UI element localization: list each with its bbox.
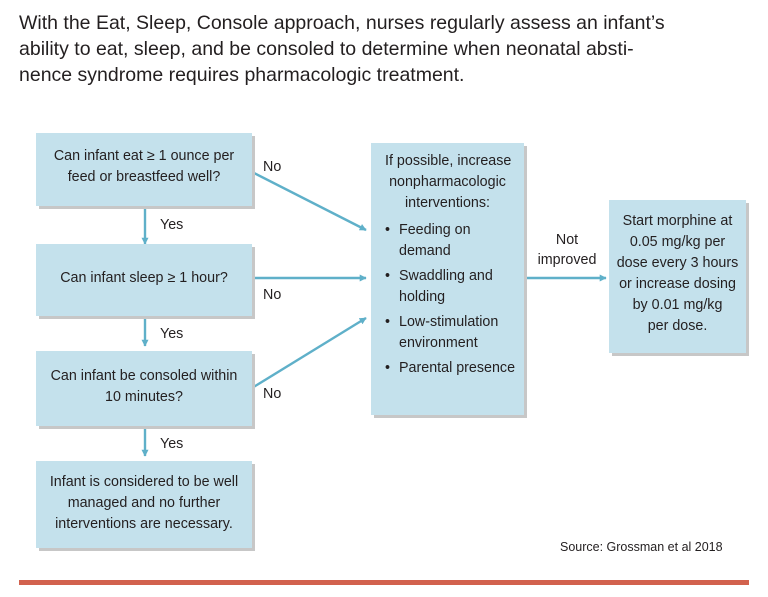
bullet-icon: • [385,268,391,284]
intervention-item-line: Swaddling and [399,268,493,284]
eat-question-line: feed or breastfeed well? [67,169,221,185]
eat-question-box: Can infant eat ≥ 1 ounce per feed or bre… [36,133,252,206]
interventions-intro: If possible, increase nonpharmacologic i… [385,151,512,214]
morphine-line: per dose. [647,318,708,334]
morphine-line: 0.05 mg/kg per [629,234,726,250]
interventions-list: • Feeding on demand • Swaddling and hold… [385,220,518,379]
intervention-item: • Swaddling and holding [385,266,518,308]
source-note: Source: Grossman et al 2018 [560,540,723,554]
interventions-intro-line: interventions: [404,195,491,211]
sleep-question-line: Can infant sleep ≥ 1 hour? [60,270,228,286]
interventions-intro-line: If possible, increase [385,153,512,169]
morphine-line: by 0.01 mg/kg [632,297,723,313]
intervention-item-line: Feeding on [399,222,471,238]
yes-label: Yes [160,326,184,342]
console-question-box: Can infant be consoled within 10 minutes… [36,351,252,426]
heading-line: With the Eat, Sleep, Console approach, n… [19,12,665,34]
interventions-box: If possible, increase nonpharmacologic i… [371,143,524,415]
not-improved-line: Not [555,232,579,248]
well-managed-box: Infant is considered to be well managed … [36,461,252,548]
intervention-item-line: Low-stimulation [399,314,499,330]
well-managed-line: Infant is considered to be well [49,474,239,490]
bullet-icon: • [385,222,391,238]
no-arrow-eat [251,170,367,232]
intervention-item: • Parental presence [385,358,518,379]
heading-line: nence syndrome requires pharmacologic tr… [19,64,465,86]
no-label: No [263,159,282,175]
bottom-rule [19,580,749,585]
not-improved-line: improved [537,252,597,268]
intervention-item: • Feeding on demand [385,220,518,262]
well-managed-line: interventions are necessary. [55,516,233,532]
yes-label: Yes [160,217,184,233]
bullet-icon: • [385,314,391,330]
morphine-line: or increase dosing [619,276,736,292]
heading-line: ability to eat, sleep, and be consoled t… [19,38,634,60]
intervention-item-line: holding [399,289,446,305]
interventions-intro-line: nonpharmacologic [389,174,506,190]
well-managed-line: managed and no further [67,495,221,511]
console-question-line: 10 minutes? [105,389,183,405]
intervention-item: • Low-stimulation environment [385,312,518,354]
morphine-line: dose every 3 hours [616,255,739,271]
no-label: No [263,287,282,303]
intervention-item-line: demand [399,243,451,259]
intervention-item-line: environment [399,335,478,351]
morphine-line: Start morphine at [622,213,733,229]
morphine-box: Start morphine at 0.05 mg/kg per dose ev… [609,200,746,353]
no-arrow-console [251,316,367,390]
sleep-question-box: Can infant sleep ≥ 1 hour? [36,244,252,316]
no-label: No [263,386,282,402]
console-question-line: Can infant be consoled within [50,368,238,384]
page-heading: With the Eat, Sleep, Console approach, n… [19,10,749,88]
not-improved-label: Not improved [530,230,604,270]
bullet-icon: • [385,360,391,376]
yes-label: Yes [160,436,184,452]
eat-question-line: Can infant eat ≥ 1 ounce per [53,148,235,164]
intervention-item-line: Parental presence [399,360,516,376]
